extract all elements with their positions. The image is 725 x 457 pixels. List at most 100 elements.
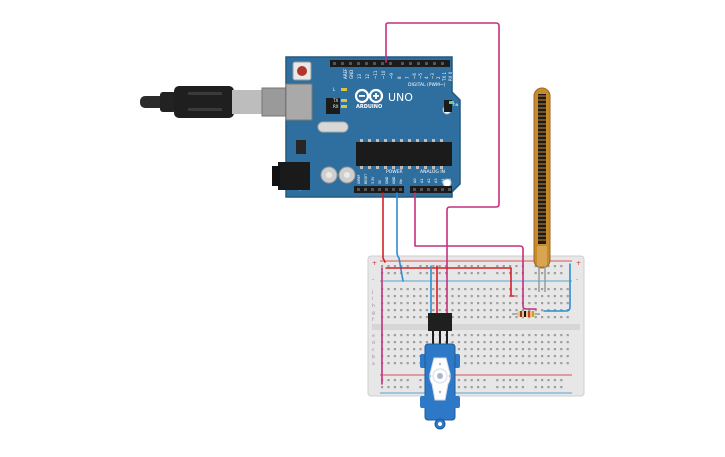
- breadboard-hole[interactable]: [419, 316, 422, 319]
- breadboard-hole[interactable]: [445, 295, 448, 298]
- breadboard-hole[interactable]: [502, 362, 505, 365]
- rail-hole[interactable]: [560, 265, 563, 268]
- breadboard-hole[interactable]: [483, 295, 486, 298]
- breadboard-hole[interactable]: [400, 309, 403, 312]
- breadboard-hole[interactable]: [432, 295, 435, 298]
- breadboard-hole[interactable]: [413, 348, 416, 351]
- breadboard-hole[interactable]: [496, 309, 499, 312]
- rail-hole[interactable]: [419, 386, 422, 389]
- breadboard-hole[interactable]: [432, 309, 435, 312]
- rail-hole[interactable]: [547, 272, 550, 275]
- breadboard-hole[interactable]: [560, 302, 563, 305]
- breadboard-hole[interactable]: [470, 302, 473, 305]
- breadboard-hole[interactable]: [387, 309, 390, 312]
- breadboard-hole[interactable]: [496, 355, 499, 358]
- breadboard-hole[interactable]: [477, 334, 480, 337]
- rail-hole[interactable]: [406, 379, 409, 382]
- rail-hole[interactable]: [477, 272, 480, 275]
- breadboard-hole[interactable]: [425, 341, 428, 344]
- rail-hole[interactable]: [521, 379, 524, 382]
- rail-hole[interactable]: [477, 379, 480, 382]
- breadboard-hole[interactable]: [560, 309, 563, 312]
- breadboard-hole[interactable]: [457, 309, 460, 312]
- rail-hole[interactable]: [534, 379, 537, 382]
- breadboard-hole[interactable]: [528, 309, 531, 312]
- breadboard-hole[interactable]: [515, 316, 518, 319]
- rail-hole[interactable]: [470, 379, 473, 382]
- breadboard-hole[interactable]: [387, 334, 390, 337]
- breadboard-hole[interactable]: [528, 316, 531, 319]
- breadboard-hole[interactable]: [419, 348, 422, 351]
- breadboard-hole[interactable]: [566, 288, 569, 291]
- rail-hole[interactable]: [432, 272, 435, 275]
- rail-hole[interactable]: [406, 265, 409, 268]
- breadboard-hole[interactable]: [413, 295, 416, 298]
- rail-hole[interactable]: [560, 379, 563, 382]
- breadboard-hole[interactable]: [400, 302, 403, 305]
- rail-hole[interactable]: [400, 386, 403, 389]
- breadboard-hole[interactable]: [528, 362, 531, 365]
- breadboard-hole[interactable]: [521, 334, 524, 337]
- breadboard-hole[interactable]: [387, 302, 390, 305]
- breadboard-hole[interactable]: [477, 295, 480, 298]
- breadboard-hole[interactable]: [400, 316, 403, 319]
- breadboard-hole[interactable]: [547, 362, 550, 365]
- breadboard-hole[interactable]: [457, 302, 460, 305]
- breadboard-hole[interactable]: [489, 295, 492, 298]
- breadboard-hole[interactable]: [483, 316, 486, 319]
- breadboard-hole[interactable]: [534, 348, 537, 351]
- breadboard-hole[interactable]: [547, 348, 550, 351]
- breadboard-hole[interactable]: [413, 355, 416, 358]
- breadboard-hole[interactable]: [419, 341, 422, 344]
- breadboard-hole[interactable]: [464, 334, 467, 337]
- breadboard-hole[interactable]: [509, 341, 512, 344]
- arduino-uno-board[interactable]: AREF GND 13 12 ~11 ~10 ~9 8 7 ~6 ~5 4 ~3…: [272, 56, 461, 198]
- breadboard-hole[interactable]: [541, 362, 544, 365]
- breadboard-hole[interactable]: [496, 334, 499, 337]
- flex-sensor[interactable]: [533, 87, 551, 292]
- breadboard-hole[interactable]: [515, 309, 518, 312]
- rail-hole[interactable]: [464, 265, 467, 268]
- rail-hole[interactable]: [464, 386, 467, 389]
- breadboard-hole[interactable]: [553, 309, 556, 312]
- breadboard-hole[interactable]: [400, 288, 403, 291]
- breadboard-hole[interactable]: [425, 334, 428, 337]
- breadboard-hole[interactable]: [457, 295, 460, 298]
- rail-hole[interactable]: [470, 265, 473, 268]
- rail-hole[interactable]: [381, 265, 384, 268]
- usb-cable[interactable]: [140, 86, 291, 118]
- breadboard-hole[interactable]: [438, 288, 441, 291]
- breadboard-hole[interactable]: [477, 309, 480, 312]
- breadboard-hole[interactable]: [553, 362, 556, 365]
- breadboard-hole[interactable]: [560, 295, 563, 298]
- rail-hole[interactable]: [541, 386, 544, 389]
- reset-button[interactable]: [297, 66, 307, 76]
- breadboard-hole[interactable]: [438, 309, 441, 312]
- breadboard-hole[interactable]: [489, 334, 492, 337]
- breadboard-hole[interactable]: [553, 348, 556, 351]
- breadboard-hole[interactable]: [477, 362, 480, 365]
- breadboard-hole[interactable]: [457, 341, 460, 344]
- rail-hole[interactable]: [483, 386, 486, 389]
- rail-hole[interactable]: [496, 265, 499, 268]
- servo-motor[interactable]: [420, 313, 460, 430]
- rail-hole[interactable]: [393, 379, 396, 382]
- breadboard-hole[interactable]: [451, 295, 454, 298]
- breadboard-hole[interactable]: [509, 334, 512, 337]
- breadboard-hole[interactable]: [534, 288, 537, 291]
- breadboard-hole[interactable]: [387, 362, 390, 365]
- breadboard-hole[interactable]: [534, 362, 537, 365]
- breadboard-hole[interactable]: [464, 362, 467, 365]
- breadboard-hole[interactable]: [502, 316, 505, 319]
- breadboard-hole[interactable]: [553, 295, 556, 298]
- rail-hole[interactable]: [496, 386, 499, 389]
- breadboard-hole[interactable]: [553, 302, 556, 305]
- breadboard-hole[interactable]: [393, 362, 396, 365]
- rail-hole[interactable]: [457, 386, 460, 389]
- servo-connector[interactable]: [428, 313, 452, 331]
- breadboard-hole[interactable]: [560, 288, 563, 291]
- breadboard-hole[interactable]: [566, 341, 569, 344]
- breadboard-hole[interactable]: [496, 348, 499, 351]
- breadboard-hole[interactable]: [451, 302, 454, 305]
- rail-hole[interactable]: [425, 272, 428, 275]
